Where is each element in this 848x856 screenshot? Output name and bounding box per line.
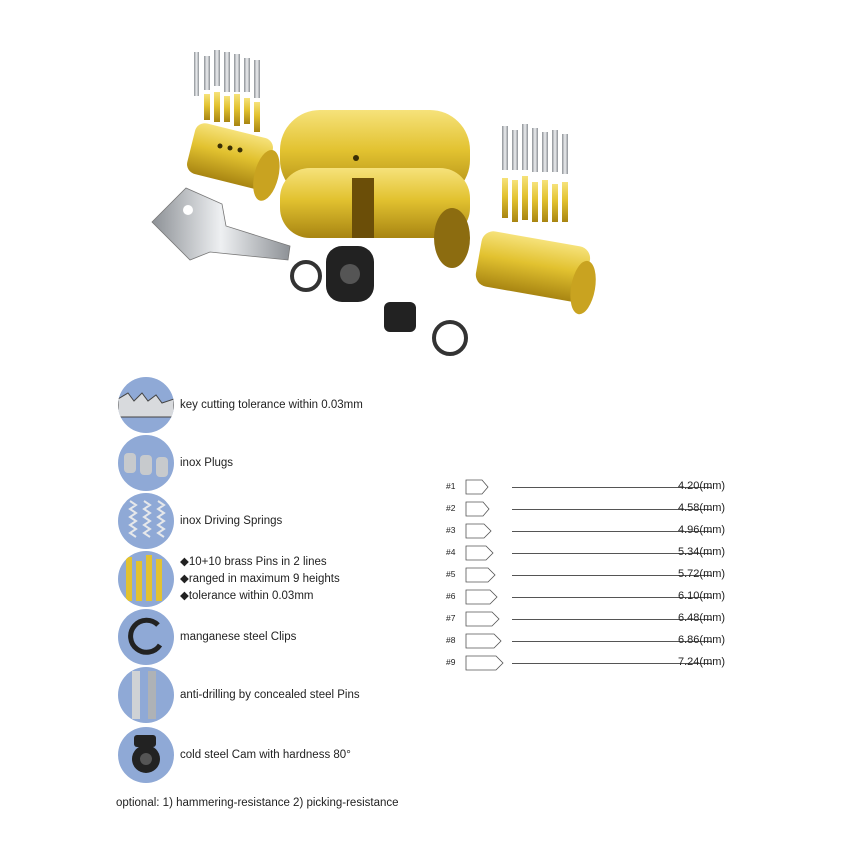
feature-steel-cam: cold steel Cam with hardness 80° xyxy=(118,727,351,783)
feature-steel-pins: anti-drilling by concealed steel Pins xyxy=(118,667,360,723)
feature-steel-cam-text: cold steel Cam with hardness 80° xyxy=(180,748,351,761)
key-cutting-icon xyxy=(118,377,174,433)
brass-pins-icon xyxy=(118,551,174,607)
pin-height-row: #4 5.34(mm) xyxy=(440,544,740,562)
right-pin-stack xyxy=(502,124,568,222)
pin-label: #4 xyxy=(446,547,456,557)
pin-leader-line xyxy=(512,619,712,620)
pin-value: 5.34(mm) xyxy=(678,546,726,558)
pin-leader-line xyxy=(512,553,712,554)
pin-leader-line xyxy=(512,487,712,488)
pin-value: 7.24(mm) xyxy=(678,656,726,668)
pin-leader-line xyxy=(512,597,712,598)
left-pin-stack xyxy=(194,50,260,132)
pin-shape-icon xyxy=(465,523,492,539)
pin-leader-line xyxy=(512,509,712,510)
pin-height-row: #5 5.72(mm) xyxy=(440,566,740,584)
feature-brass-pins: ◆10+10 brass Pins in 2 lines ◆ranged in … xyxy=(118,551,340,607)
right-plug xyxy=(475,231,596,315)
feature-key-cutting-text: key cutting tolerance within 0.03mm xyxy=(180,398,363,411)
pin-height-row: #1 4.20(mm) xyxy=(440,478,740,496)
feature-steel-pins-text: anti-drilling by concealed steel Pins xyxy=(180,688,360,701)
pin-label: #1 xyxy=(446,481,456,491)
pin-height-row: #8 6.86(mm) xyxy=(440,632,740,650)
pin-value: 4.96(mm) xyxy=(678,524,726,536)
pin-shape-icon xyxy=(465,567,496,583)
feature-driving-springs: inox Driving Springs xyxy=(118,493,282,549)
pin-label: #6 xyxy=(446,591,456,601)
pin-leader-line xyxy=(512,641,712,642)
feature-steel-clips: manganese steel Clips xyxy=(118,609,296,665)
driving-springs-icon xyxy=(118,493,174,549)
steel-pin-icon xyxy=(118,667,174,723)
feature-brass-pins-line-1: ◆10+10 brass Pins in 2 lines xyxy=(180,555,327,568)
pin-height-row: #7 6.48(mm) xyxy=(440,610,740,628)
pin-leader-line xyxy=(512,575,712,576)
pin-label: #8 xyxy=(446,635,456,645)
feature-inox-plugs: inox Plugs xyxy=(118,435,233,491)
pin-height-row: #6 6.10(mm) xyxy=(440,588,740,606)
key xyxy=(151,187,291,261)
steel-clip-icon xyxy=(118,609,174,665)
pin-value: 4.58(mm) xyxy=(678,502,726,514)
pin-shape-icon xyxy=(465,655,504,671)
pin-shape-icon xyxy=(465,589,498,605)
pin-label: #3 xyxy=(446,525,456,535)
feature-steel-clips-text: manganese steel Clips xyxy=(180,630,297,643)
pin-label: #2 xyxy=(446,503,456,513)
pin-shape-icon xyxy=(465,611,500,627)
feature-brass-pins-line-3: ◆tolerance within 0.03mm xyxy=(180,589,314,602)
pin-label: #5 xyxy=(446,569,456,579)
cylinder-body xyxy=(280,110,470,268)
feature-brass-pins-line-2: ◆ranged in maximum 9 heights xyxy=(180,572,340,585)
pin-shape-icon xyxy=(465,545,494,561)
pin-leader-line xyxy=(512,531,712,532)
inox-plugs-icon xyxy=(118,435,174,491)
pin-value: 5.72(mm) xyxy=(678,568,726,580)
clips-and-cam xyxy=(290,246,468,356)
pin-shape-icon xyxy=(465,501,490,517)
pin-height-row: #2 4.58(mm) xyxy=(440,500,740,518)
pin-height-row: #9 7.24(mm) xyxy=(440,654,740,672)
feature-driving-springs-text: inox Driving Springs xyxy=(180,514,283,527)
pin-shape-icon xyxy=(465,479,489,495)
pin-shape-icon xyxy=(465,633,502,649)
pin-height-row: #3 4.96(mm) xyxy=(440,522,740,540)
pin-value: 6.10(mm) xyxy=(678,590,726,602)
pin-label: #7 xyxy=(446,613,456,623)
pin-label: #9 xyxy=(446,657,456,667)
pin-value: 6.48(mm) xyxy=(678,612,726,624)
pin-value: 6.86(mm) xyxy=(678,634,726,646)
feature-inox-plugs-text: inox Plugs xyxy=(180,456,234,469)
left-plug xyxy=(187,123,280,201)
exploded-cylinder-illustration xyxy=(151,50,596,356)
feature-key-cutting: key cutting tolerance within 0.03mm xyxy=(118,377,363,433)
pin-value: 4.20(mm) xyxy=(678,480,726,492)
pin-leader-line xyxy=(512,663,712,664)
optional-features-note: optional: 1) hammering-resistance 2) pic… xyxy=(116,797,399,809)
steel-cam-icon xyxy=(118,727,174,783)
